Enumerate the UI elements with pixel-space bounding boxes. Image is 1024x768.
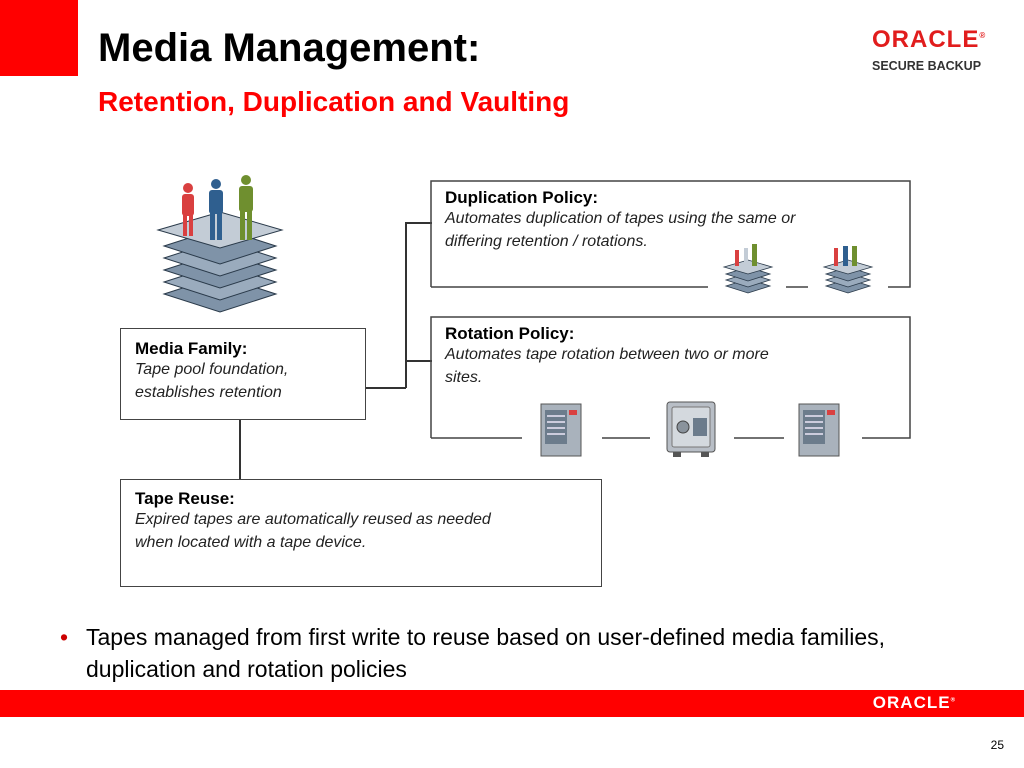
connector-line — [239, 418, 241, 480]
tape-reuse-title: Tape Reuse: — [135, 489, 235, 508]
duplication-policy-desc-line: differing retention / rotations. — [445, 232, 648, 250]
oracle-secure-backup-logo: ORACLE® SECURE BACKUP — [872, 28, 1000, 73]
media-family-tape-stack-icon — [156, 175, 284, 313]
media-family-desc-line: Tape pool foundation, — [135, 361, 289, 379]
media-family-desc-line: establishes retention — [135, 383, 282, 401]
footer-bar — [0, 690, 1024, 717]
connector-line — [405, 222, 432, 224]
vault-safe-icon — [666, 401, 716, 457]
duplication-policy-desc-line: Automates duplication of tapes using the… — [445, 210, 796, 228]
tape-reuse-box: Tape Reuse: Expired tapes are automatica… — [120, 479, 602, 587]
rotation-policy-frame — [430, 316, 911, 439]
small-tape-stack-icon — [822, 246, 874, 294]
slide-title: Media Management: — [98, 26, 481, 70]
duplication-policy-text: Duplication Policy: Automates duplicatio… — [445, 188, 795, 253]
red-corner-square — [0, 0, 78, 76]
bullet-item: • Tapes managed from first write to reus… — [60, 622, 920, 685]
footer-brand: ORACLE — [872, 693, 951, 712]
tape-library-icon — [540, 403, 582, 457]
page-number: 25 — [990, 738, 1004, 752]
tape-reuse-desc-line: when located with a tape device. — [135, 533, 367, 551]
footer-oracle-logo: ORACLE® — [872, 693, 956, 712]
media-family-title: Media Family: — [135, 339, 248, 358]
bullet-text: Tapes managed from first write to reuse … — [86, 624, 886, 682]
duplication-policy-title: Duplication Policy: — [445, 188, 599, 207]
bullet-marker: • — [60, 624, 69, 650]
rotation-policy-desc-line: sites. — [445, 368, 483, 386]
rotation-policy-desc-line: Automates tape rotation between two or m… — [445, 346, 769, 364]
logo-brand: ORACLE — [872, 26, 980, 53]
tape-reuse-desc-line: Expired tapes are automatically reused a… — [135, 511, 491, 529]
media-family-box: Media Family: Tape pool foundation, esta… — [120, 328, 366, 420]
small-tape-stack-icon — [722, 244, 774, 294]
tape-library-icon — [798, 403, 840, 457]
rotation-policy-title: Rotation Policy: — [445, 324, 575, 343]
connector-line — [364, 387, 406, 389]
slide-subtitle: Retention, Duplication and Vaulting — [98, 86, 570, 117]
logo-product: SECURE BACKUP — [872, 59, 982, 73]
duplication-policy-frame — [430, 180, 911, 288]
connector-line — [405, 222, 407, 388]
connector-line — [405, 360, 432, 362]
rotation-policy-text: Rotation Policy: Automates tape rotation… — [445, 324, 769, 389]
